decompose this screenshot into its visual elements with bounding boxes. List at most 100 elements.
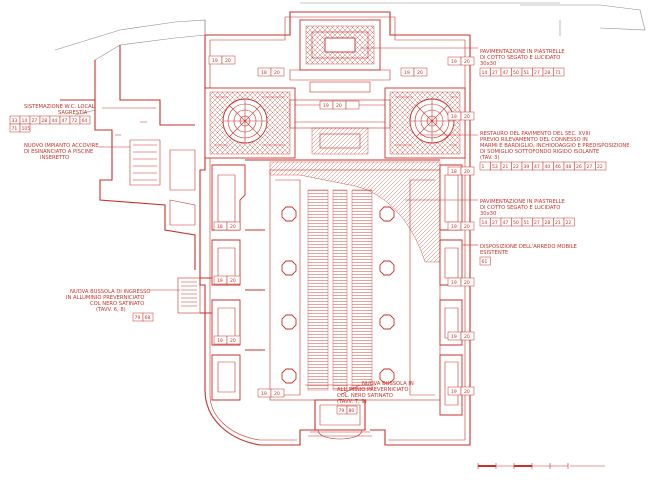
- code-label: 14: [482, 70, 488, 76]
- code-label: 22: [513, 164, 519, 170]
- svg-text:30x30: 30x30: [480, 211, 496, 217]
- code-label: 47: [62, 118, 68, 124]
- svg-text:20: 20: [230, 338, 236, 344]
- code-label: 71: [555, 70, 561, 76]
- code-box: [346, 405, 358, 415]
- svg-text:PAVIMENTAZIONE IN PIASTRELLE: PAVIMENTAZIONE IN PIASTRELLE: [480, 49, 565, 55]
- code-label: 46: [555, 164, 561, 170]
- svg-text:20: 20: [336, 103, 342, 109]
- code-label: 28: [545, 220, 551, 226]
- code-box: [595, 161, 607, 171]
- svg-text:20: 20: [464, 280, 470, 286]
- svg-text:19: 19: [323, 103, 329, 109]
- church-outer-walls: [199, 11, 471, 446]
- code-label: 14: [482, 220, 488, 226]
- svg-text:18: 18: [217, 224, 223, 230]
- svg-text:19: 19: [451, 114, 457, 120]
- svg-text:ESISTENTE: ESISTENTE: [480, 250, 508, 256]
- svg-text:ALLUMINIO PREVERNICIATO: ALLUMINIO PREVERNICIATO: [337, 387, 408, 393]
- svg-text:19: 19: [261, 391, 267, 397]
- annotation-pav-top: PAVIMENTAZIONE IN PIASTRELLE DI COTTO SE…: [479, 49, 565, 77]
- code-label: 50: [513, 70, 519, 76]
- svg-text:19: 19: [451, 334, 457, 340]
- svg-text:20: 20: [274, 391, 280, 397]
- transept-floor: [204, 87, 466, 159]
- svg-text:RESTAURO DEL PAVIMENTO DEL SEC: RESTAURO DEL PAVIMENTO DEL SEC. XVIII: [480, 131, 591, 137]
- annotation-restauro: RESTAURO DEL PAVIMENTO DEL SEC. XVIII PR…: [479, 131, 630, 171]
- code-label: 39: [524, 164, 530, 170]
- code-label: 27: [492, 220, 498, 226]
- code-label: 27: [534, 220, 540, 226]
- svg-text:PAVIMENTAZIONE IN PIASTRELLE: PAVIMENTAZIONE IN PIASTRELLE: [480, 199, 565, 205]
- svg-text:SISTEMAZIONE W.C. LOCALI: SISTEMAZIONE W.C. LOCALI: [24, 104, 97, 110]
- annotation-bussola-fondo: NUOVA BUSSOLA IN ALLUMINIO PREVERNICIATO…: [336, 381, 414, 415]
- code-label: 27: [534, 70, 540, 76]
- svg-text:(TAVV. 6, 8): (TAVV. 6, 8): [96, 307, 126, 313]
- svg-text:20: 20: [464, 59, 470, 65]
- code-box: [479, 256, 491, 266]
- adjacent-buildings: [54, 2, 646, 270]
- code-label: 68: [145, 315, 151, 321]
- svg-text:NUOVA BUSSOLA DI INGRESSO: NUOVA BUSSOLA DI INGRESSO: [70, 289, 150, 295]
- code-label: 79: [339, 408, 345, 414]
- code-label: 26: [576, 164, 582, 170]
- code-label: 47: [503, 220, 509, 226]
- code-box: [563, 217, 575, 227]
- svg-text:19: 19: [217, 278, 223, 284]
- code-label: 79: [135, 315, 141, 321]
- svg-text:NUOVA BUSSOLA IN: NUOVA BUSSOLA IN: [362, 381, 414, 387]
- nave-pillars: [281, 206, 395, 384]
- svg-text:20: 20: [230, 278, 236, 284]
- code-row: 14 27 47 50 51 27 28 71: [479, 67, 565, 77]
- svg-text:20: 20: [464, 114, 470, 120]
- left-chapels: [211, 164, 265, 401]
- code-label: 64: [82, 118, 88, 124]
- svg-text:18: 18: [261, 70, 267, 76]
- code-label: 22: [566, 220, 572, 226]
- code-label: 28: [42, 118, 48, 124]
- svg-text:18: 18: [451, 169, 457, 175]
- svg-text:DI ESINANCIATO A PISCINE: DI ESINANCIATO A PISCINE: [24, 149, 93, 155]
- code-label: 40: [545, 164, 551, 170]
- svg-text:DISPOSIZIONE DELL'ARREDO MOBIL: DISPOSIZIONE DELL'ARREDO MOBILE: [480, 244, 577, 250]
- code-label: 14: [22, 118, 28, 124]
- leader-lines: [98, 47, 478, 396]
- right-chapels: [439, 164, 463, 416]
- svg-text:DI SOMIGLIO SOTTOFONDO RIGIDO: DI SOMIGLIO SOTTOFONDO RIGIDO ISOLANTE: [480, 149, 599, 155]
- code-label: 51: [524, 70, 530, 76]
- svg-text:PREVIO RILEVAMENTO DEL CONNESS: PREVIO RILEVAMENTO DEL CONNESSO IN: [480, 137, 588, 143]
- code-label: 47: [503, 70, 509, 76]
- code-row: 61: [479, 256, 491, 266]
- code-label: 22: [597, 164, 603, 170]
- svg-text:20: 20: [464, 224, 470, 230]
- code-label: 44: [52, 118, 58, 124]
- code-label: 27: [492, 70, 498, 76]
- annotation-pav-mid: PAVIMENTAZIONE IN PIASTRELLE DI COTTO SE…: [479, 199, 575, 227]
- code-label: 61: [482, 259, 488, 265]
- svg-text:30x30: 30x30: [480, 61, 496, 67]
- presbytery: [289, 19, 391, 155]
- code-label: 28: [545, 70, 551, 76]
- svg-text:20: 20: [274, 70, 280, 76]
- svg-text:COL NERO SATINATO: COL NERO SATINATO: [90, 301, 144, 307]
- svg-text:20: 20: [464, 334, 470, 340]
- annotation-bussola-ingresso: NUOVA BUSSOLA DI INGRESSO IN ALLUMINIO P…: [66, 289, 154, 322]
- svg-text:20: 20: [464, 169, 470, 175]
- code-label: 47: [534, 164, 540, 170]
- code-label: 21: [555, 220, 561, 226]
- svg-text:INSERETTO: INSERETTO: [40, 155, 69, 161]
- code-label: 72: [72, 118, 78, 124]
